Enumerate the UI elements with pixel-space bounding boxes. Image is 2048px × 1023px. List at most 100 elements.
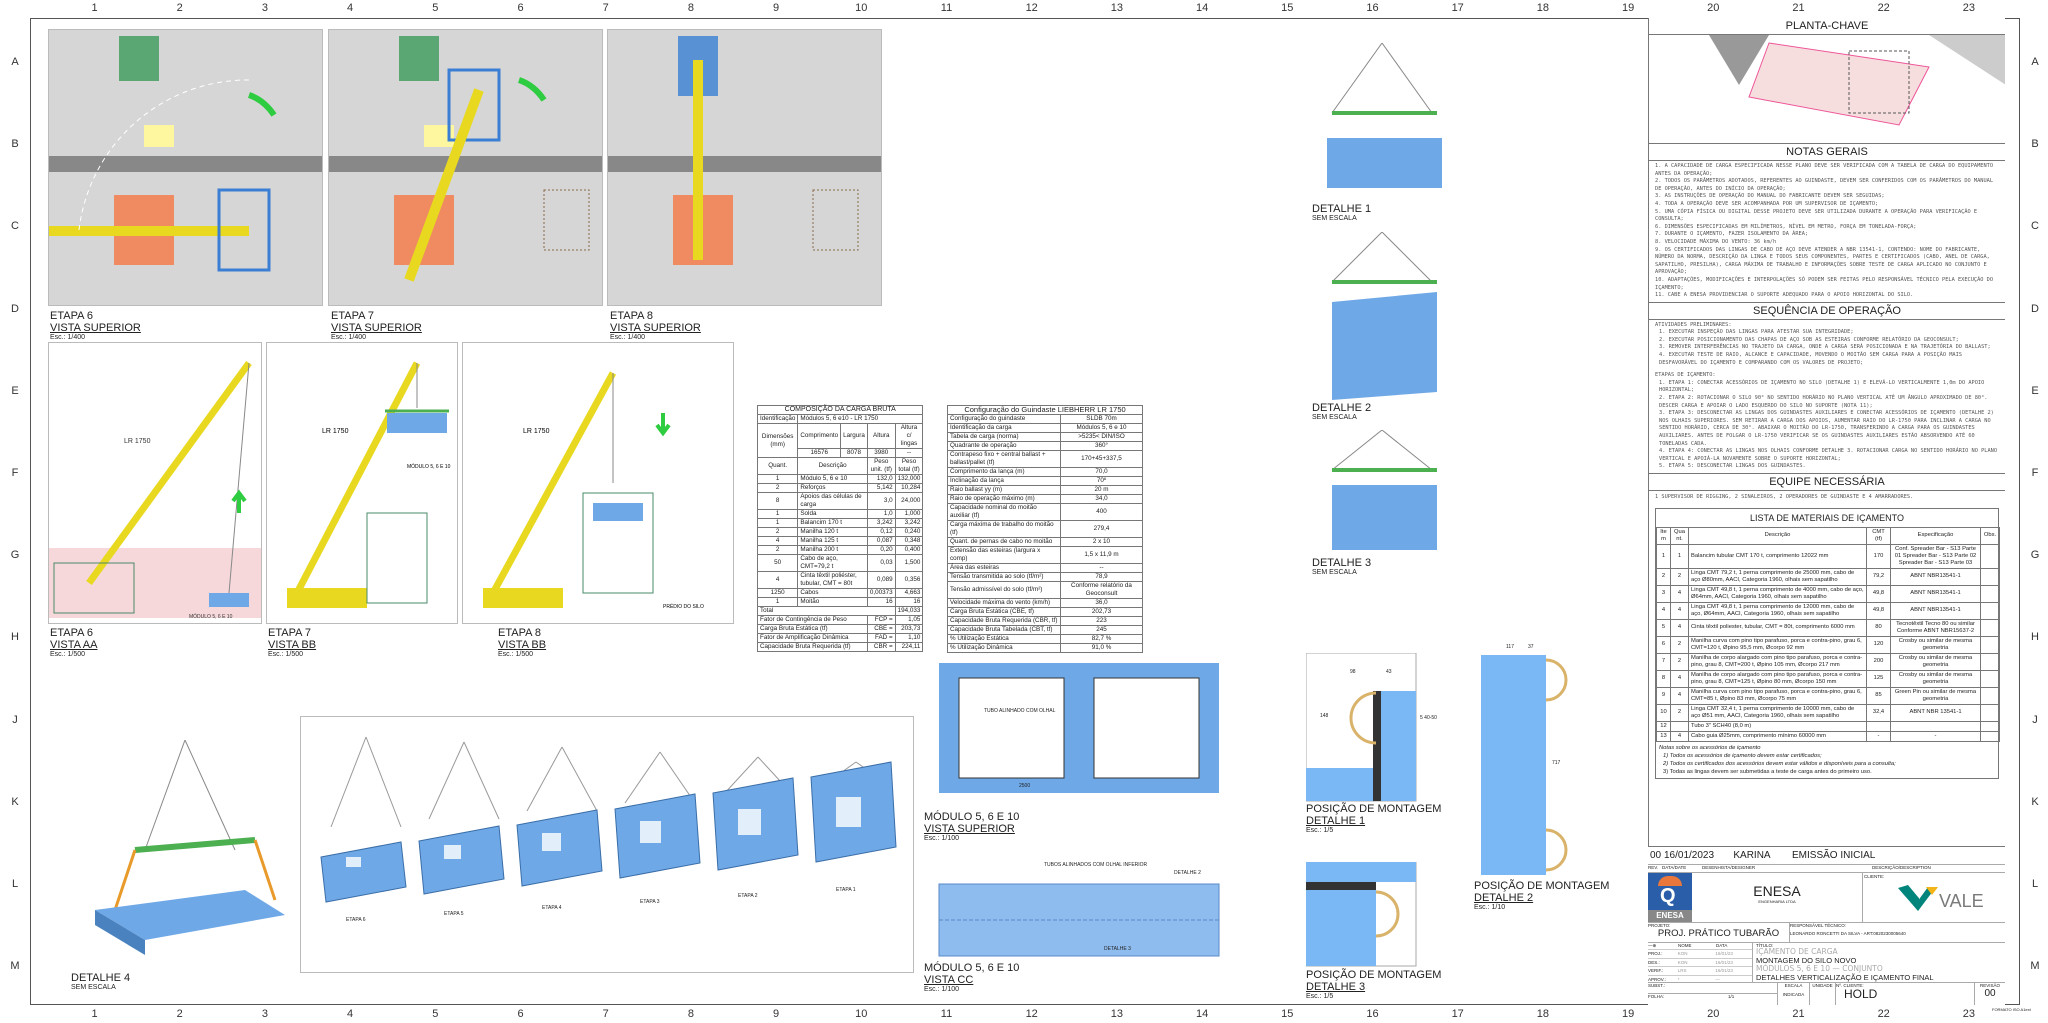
- table-cell: Descrição: [797, 457, 868, 475]
- table-cell: ABNT NBR 13541-1: [1890, 703, 1981, 722]
- tube-note: TUBO ALINHADO COM OLHAL: [984, 708, 1056, 714]
- table-cell: FCP =: [866, 615, 896, 625]
- table-cell: [1980, 567, 2000, 586]
- grid-row-label: M: [10, 960, 20, 973]
- grid-column-label: 10: [855, 2, 868, 14]
- nota-item: 11. CABE A ENESA PROVIDENCIAR O SUPORTE …: [1655, 292, 1914, 299]
- table-cell: 91,0 %: [1059, 643, 1144, 653]
- table-cell: 1: [756, 518, 799, 528]
- grid-column-label: 23: [1962, 1008, 1976, 1020]
- table-cell: Tensão transmitida ao solo (tf/m²): [947, 572, 1061, 582]
- table-cell: Tubo 3" SCH40 (8,0 m): [1688, 720, 1867, 732]
- signature-cell: 16/01/23: [1715, 959, 1733, 965]
- nota-item: 5. UMA CÓPIA FÍSICA OU DIGITAL DESSE PRO…: [1655, 208, 1978, 223]
- notas-gerais-title: NOTAS GERAIS: [1649, 143, 2005, 161]
- vale-logo-text: VALE: [1939, 891, 1984, 911]
- table-cell: Raio ballast yy (m): [947, 485, 1061, 495]
- table-row: Capacidade Bruta Tabelada (CBT, tf)245: [947, 625, 1144, 635]
- signature-cell: DES.:: [1648, 959, 1660, 965]
- dimension-label: 717: [1552, 760, 1561, 766]
- grid-column-label: 3: [261, 1008, 268, 1020]
- table-cell: ABNT NBR13541-1: [1890, 567, 1981, 586]
- table-cell: [1980, 686, 2000, 705]
- table-cell: % Utilização Dinâmica: [947, 643, 1061, 653]
- etapa7-bb-view: LR 1750 MÓDULO 5, 6 E 10: [266, 342, 458, 624]
- table-cell: 125: [1866, 669, 1891, 688]
- dimension-label: 117: [1506, 644, 1514, 650]
- table-cell: [1670, 720, 1689, 732]
- grid-column-label: 5: [432, 1008, 439, 1020]
- table-cell: 85: [1866, 686, 1891, 705]
- table-row: Tabela de carga (norma)>5235< DIN/ISO: [947, 432, 1144, 442]
- table-cell: 8078: [840, 448, 868, 458]
- etapa8-top-drawing: [608, 36, 881, 265]
- table-cell: Capacidade Bruta Requerida (tf): [757, 642, 868, 652]
- table-cell: 0,089: [866, 571, 896, 589]
- table-cell: Peso unit. (tf): [866, 457, 896, 475]
- table-cell: [1980, 601, 2000, 620]
- grid-row-label: E: [2031, 384, 2039, 397]
- etapa6-aa-view: LR 1750 MÓDULO 5, 6 E 10: [48, 342, 262, 624]
- table-cell: [1980, 669, 2000, 688]
- table-cell: 1,000: [894, 509, 924, 519]
- table-cell: 9: [1656, 686, 1671, 705]
- signature-cell: 16/01/23: [1715, 968, 1733, 973]
- table-row: Capacidade nominal do moitão auxiliar (t…: [947, 503, 1144, 521]
- table-cell: 245: [1059, 625, 1144, 635]
- grid-column-label: 9: [773, 1008, 780, 1020]
- weld-symbol: 5 40-50: [1420, 715, 1437, 721]
- table-cell: Manilha curva com pino tipo parafuso, po…: [1688, 686, 1867, 705]
- table-cell: 200: [1866, 652, 1891, 671]
- dimension-label: 148: [1320, 713, 1329, 719]
- table-cell: ABNT NBR13541-1: [1890, 601, 1981, 620]
- grid-column-label: 6: [517, 2, 524, 14]
- prelim-item: 2. EXECUTAR POSICIONAMENTO DAS CHAPAS DE…: [1659, 336, 1959, 343]
- grid-column-label: 13: [1110, 1008, 1124, 1020]
- table-cell: 1: [1670, 543, 1689, 569]
- table-cell: Balancim tubular CMT 170 t, comprimento …: [1688, 543, 1867, 569]
- grid-column-label: 19: [1621, 1008, 1635, 1020]
- grid-row-label: J: [12, 713, 18, 726]
- grid-column-label: 16: [1366, 1008, 1379, 1020]
- table-cell: 2: [756, 483, 799, 493]
- table-cell: Especificação: [1890, 526, 1981, 545]
- table-cell: 0,400: [894, 545, 924, 555]
- table-cell: Quant. de pernas de cabo no moitão: [947, 537, 1061, 547]
- table-cell: Inclinação da lança: [947, 476, 1061, 486]
- table-cell: 0,087: [866, 536, 896, 546]
- stage-label: ETAPA 5: [444, 911, 464, 917]
- table-cell: -: [1890, 730, 1981, 742]
- table-cell: 5: [1656, 618, 1671, 637]
- stage-label: ETAPA 6: [346, 917, 366, 923]
- etapa6-top-drawing: [49, 36, 322, 272]
- grid-column-label: 1: [91, 1008, 98, 1020]
- table-cell: 2 x 10: [1059, 537, 1144, 547]
- table-cell: Carga máxima de trabalho do moitão (tf): [947, 520, 1061, 538]
- table-cell: 2: [756, 545, 799, 555]
- table-cell: % Utilização Estática: [947, 634, 1061, 644]
- table-cell: Crosby ou similar de mesma geometria: [1890, 652, 1981, 671]
- grid-column-label: 12: [1025, 2, 1038, 14]
- grid-row-label: A: [11, 56, 19, 68]
- drawing-title: TÍTULO: IÇAMENTO DE CARGA MONTAGEM DO SI…: [1756, 943, 1934, 982]
- grid-column-label: 21: [1792, 1008, 1805, 1020]
- table-cell: Tecnotêxtil Tecno 80 ou similar Conforme…: [1890, 618, 1981, 637]
- table-cell: 2: [1656, 567, 1671, 586]
- signature-cell: APROV.:: [1648, 976, 1666, 982]
- grid-column-label: 7: [602, 2, 609, 14]
